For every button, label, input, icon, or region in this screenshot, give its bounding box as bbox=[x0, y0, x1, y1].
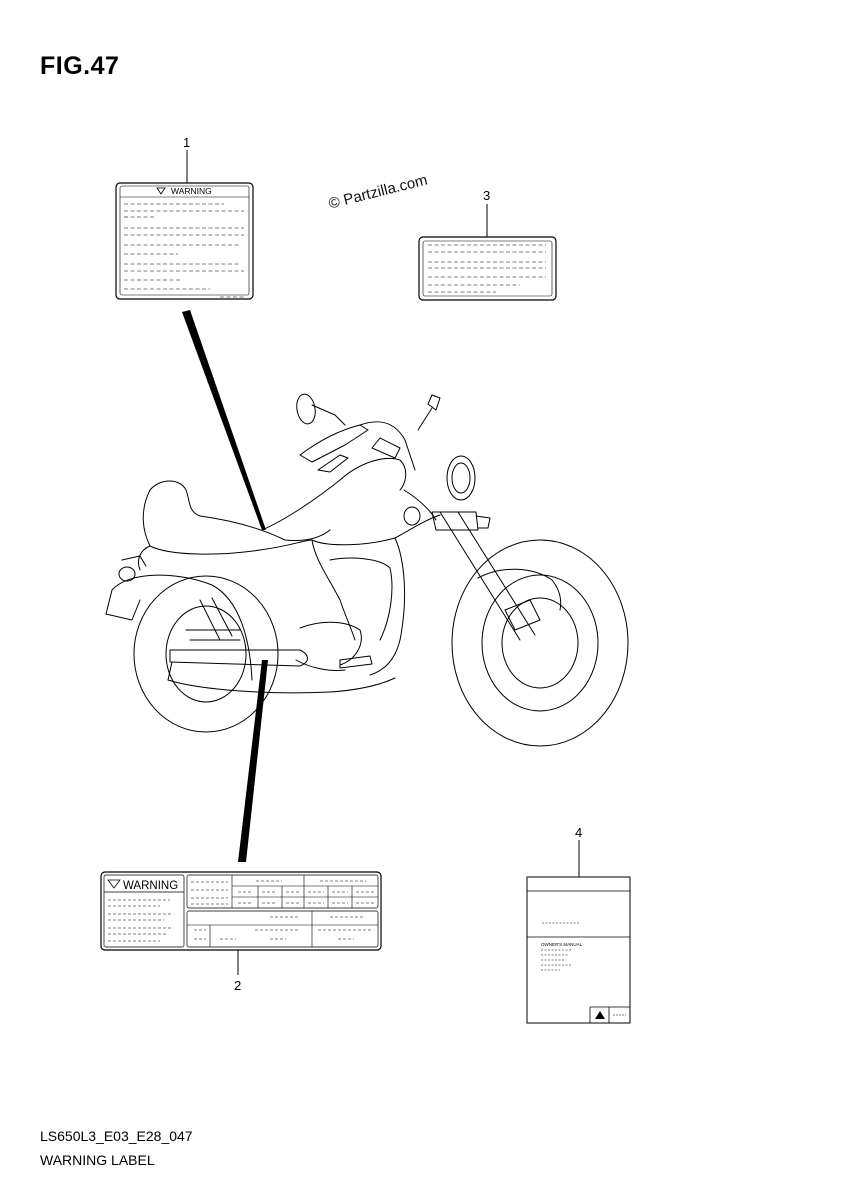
part-number-3: 3 bbox=[483, 188, 491, 203]
warning-label-1 bbox=[115, 182, 254, 300]
part-number-1: 1 bbox=[183, 135, 191, 150]
owners-manual bbox=[526, 876, 631, 1024]
figure-caption: WARNING LABEL bbox=[40, 1152, 155, 1168]
warning-triangle-icon bbox=[156, 187, 166, 195]
manufacturer-logo-icon bbox=[595, 1011, 605, 1019]
pointer-label-1 bbox=[182, 310, 266, 530]
motorcycle-outline bbox=[105, 393, 629, 747]
label-3 bbox=[418, 236, 557, 301]
figure-code: LS650L3_E03_E28_047 bbox=[40, 1128, 193, 1144]
part-number-4: 4 bbox=[575, 825, 583, 840]
figure-title: FIG.47 bbox=[40, 52, 120, 80]
part-number-2: 2 bbox=[234, 978, 242, 993]
label-2-heading: WARNING bbox=[123, 880, 178, 892]
warning-label-2 bbox=[100, 871, 382, 951]
manual-title: OWNER'S MANUAL bbox=[541, 942, 583, 947]
pointer-label-2 bbox=[238, 660, 268, 862]
label-1-heading: WARNING bbox=[171, 186, 212, 196]
warning-triangle-icon bbox=[107, 879, 121, 889]
